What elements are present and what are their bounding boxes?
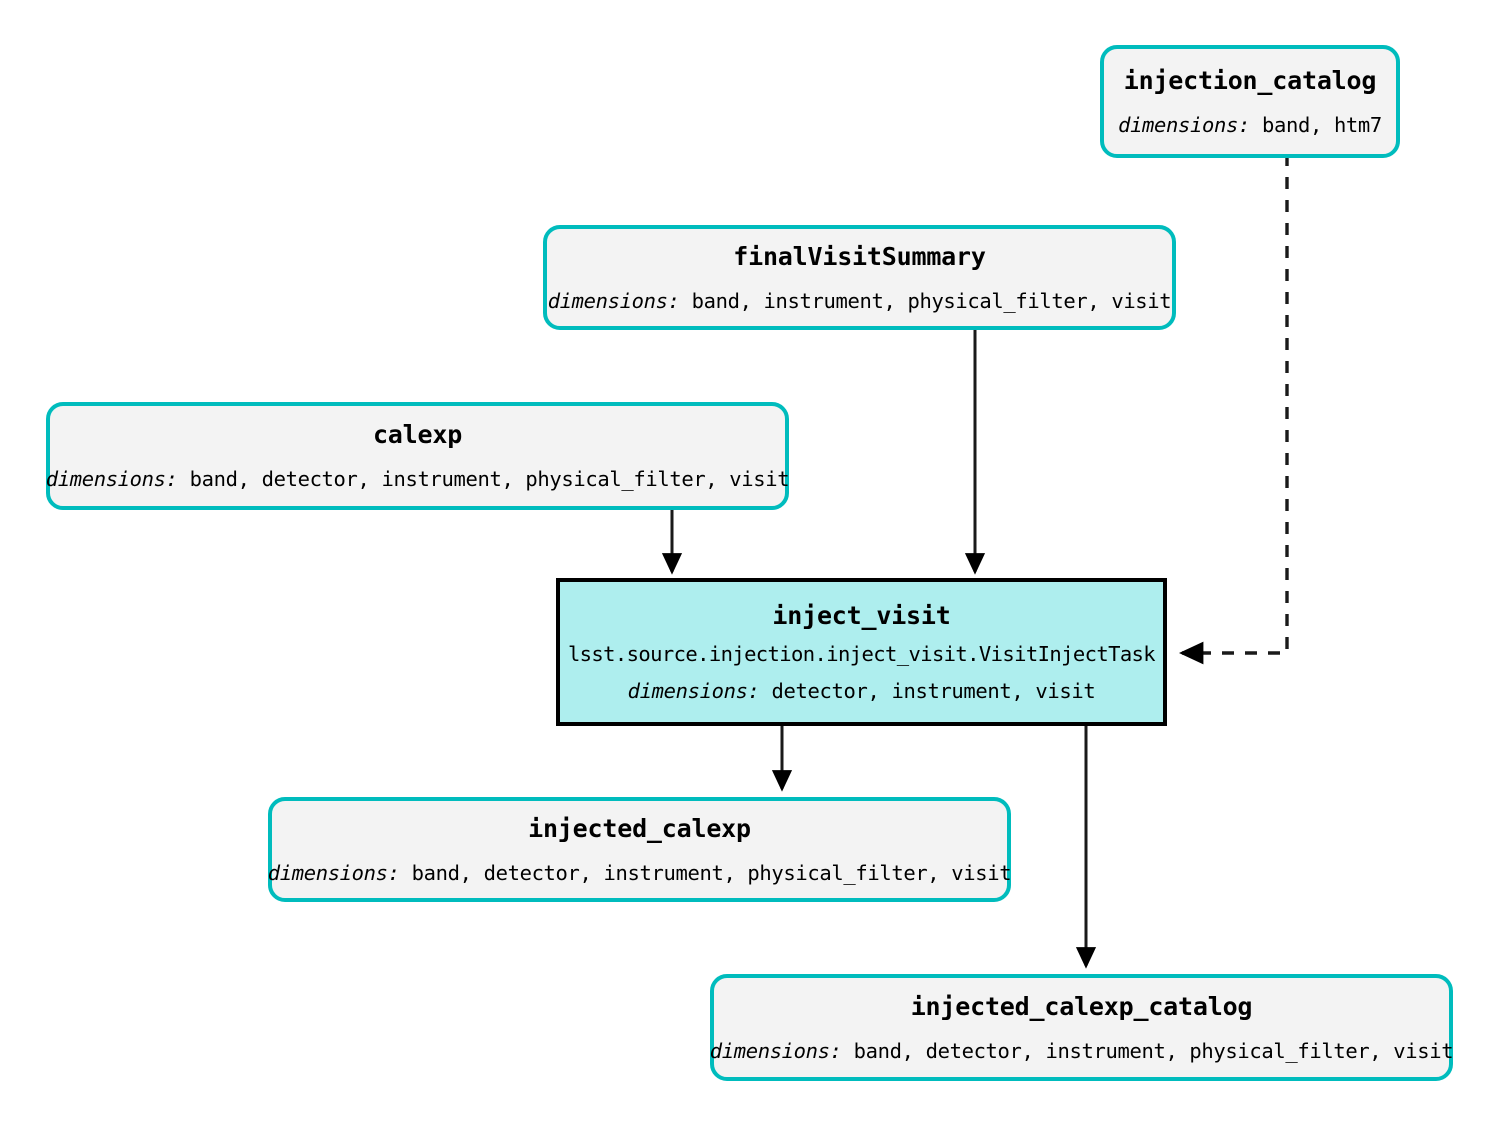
node-title: injected_calexp_catalog [910, 991, 1253, 1021]
node-final-visit-summary[interactable]: finalVisitSummary dimensions: band, inst… [543, 225, 1176, 330]
dimensions-label: dimensions: [627, 678, 760, 703]
dimensions-values: band, detector, instrument, physical_fil… [399, 860, 1012, 885]
dimensions-label: dimensions: [45, 467, 178, 492]
node-dimensions: dimensions: detector, instrument, visit [627, 678, 1096, 703]
node-injected-calexp-catalog[interactable]: injected_calexp_catalog dimensions: band… [710, 974, 1454, 1081]
node-task-class: lsst.source.injection.inject_visit.Visit… [567, 642, 1156, 666]
node-injected-calexp[interactable]: injected_calexp dimensions: band, detect… [268, 797, 1012, 902]
node-injection-catalog[interactable]: injection_catalog dimensions: band, htm7 [1100, 45, 1400, 158]
dimensions-label: dimensions: [547, 288, 680, 313]
node-dimensions: dimensions: band, detector, instrument, … [46, 469, 790, 490]
dimensions-values: band, detector, instrument, physical_fil… [177, 467, 790, 492]
node-title: injected_calexp [528, 813, 751, 843]
node-title: injection_catalog [1123, 65, 1377, 95]
node-calexp[interactable]: calexp dimensions: band, detector, instr… [46, 402, 790, 510]
dimensions-values: band, detector, instrument, physical_fil… [841, 1038, 1454, 1063]
edge-injection-catalog-to-inject-visit [1178, 154, 1289, 665]
dimensions-values: detector, instrument, visit [759, 678, 1096, 703]
dimensions-label: dimensions: [267, 860, 400, 885]
dimensions-label: dimensions: [709, 1038, 842, 1063]
dimensions-values: band, htm7 [1250, 112, 1382, 137]
node-dimensions: dimensions: band, htm7 [1118, 115, 1382, 136]
node-dimensions: dimensions: band, detector, instrument, … [710, 1041, 1454, 1062]
dimensions-values: band, instrument, physical_filter, visit [679, 288, 1172, 313]
node-title: inject_visit [772, 601, 951, 630]
node-title: finalVisitSummary [733, 241, 986, 271]
node-title: calexp [372, 420, 463, 450]
node-dimensions: dimensions: band, detector, instrument, … [268, 863, 1012, 884]
dimensions-label: dimensions: [1118, 112, 1250, 137]
node-inject-visit[interactable]: inject_visit lsst.source.injection.injec… [556, 578, 1167, 726]
node-dimensions: dimensions: band, instrument, physical_f… [548, 291, 1172, 312]
